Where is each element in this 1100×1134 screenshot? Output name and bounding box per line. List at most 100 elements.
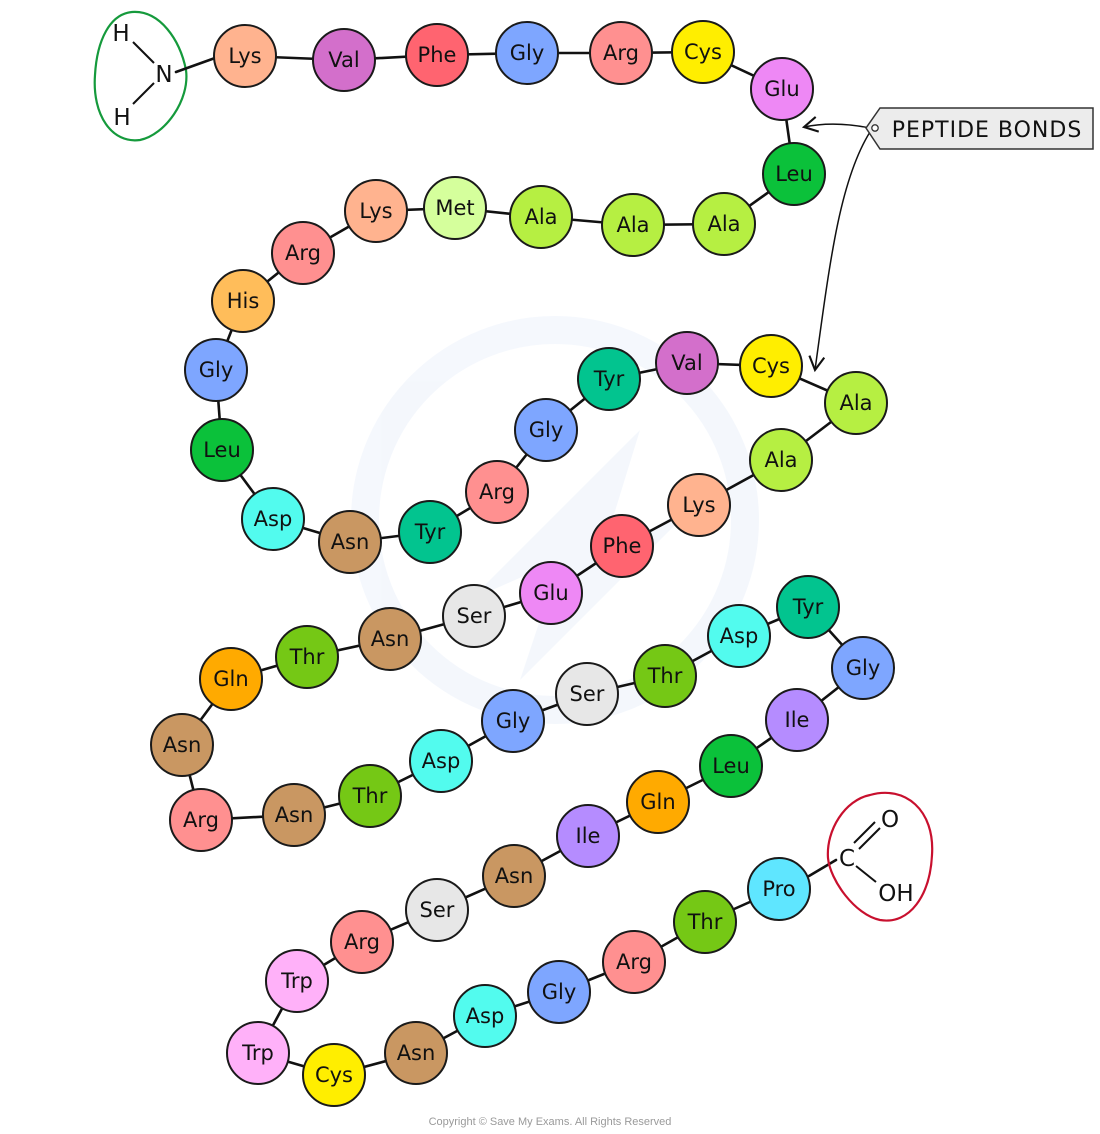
amino-acid-bead [384, 1021, 448, 1085]
amino-acid-arg: Arg [169, 788, 233, 852]
amino-acid-bead [514, 398, 578, 462]
amino-acid-cys: Cys [739, 334, 803, 398]
amino-acid-bead [626, 770, 690, 834]
amino-acid-ala: Ala [749, 428, 813, 492]
amino-acid-ser: Ser [442, 584, 506, 648]
amino-acid-asn: Asn [150, 713, 214, 777]
amino-acid-bead [442, 584, 506, 648]
amino-acid-label: Glu [533, 581, 568, 605]
c-terminus-oh: OH [878, 881, 913, 907]
amino-acid-lys: Lys [667, 473, 731, 537]
copyright-notice: Copyright © Save My Exams. All Rights Re… [429, 1116, 672, 1128]
amino-acid-label: Ala [524, 205, 557, 229]
amino-acid-bead [762, 142, 826, 206]
amino-acid-label: Ile [576, 824, 601, 848]
amino-acid-bead [527, 960, 591, 1024]
amino-acid-bead [423, 176, 487, 240]
amino-acid-bead [184, 338, 248, 402]
amino-acid-phe: Phe [590, 514, 654, 578]
amino-acid-bead [556, 804, 620, 868]
amino-acid-gly: Gly [514, 398, 578, 462]
amino-acid-ile: Ile [556, 804, 620, 868]
amino-acid-bead [747, 857, 811, 921]
amino-acid-bead [577, 347, 641, 411]
n-terminus-h-top: H [112, 21, 129, 47]
amino-acid-bead [265, 949, 329, 1013]
amino-acid-ser: Ser [405, 878, 469, 942]
amino-acid-label: Glu [764, 77, 799, 101]
amino-acid-tyr: Tyr [776, 575, 840, 639]
amino-acid-bead [213, 24, 277, 88]
amino-acid-label: Trp [280, 969, 313, 993]
amino-acid-bead [509, 185, 573, 249]
amino-acid-trp: Trp [226, 1021, 290, 1085]
amino-acid-trp: Trp [265, 949, 329, 1013]
amino-acid-label: Asn [397, 1041, 436, 1065]
amino-acid-bead [667, 473, 731, 537]
amino-acid-asn: Asn [318, 510, 382, 574]
amino-acid-lys: Lys [213, 24, 277, 88]
amino-acid-label: His [227, 289, 260, 313]
amino-acid-bead [776, 575, 840, 639]
amino-acid-bead [344, 179, 408, 243]
amino-acid-label: Arg [479, 480, 515, 504]
n-terminus-h-bottom: H [113, 105, 130, 131]
amino-acid-gly: Gly [495, 21, 559, 85]
amino-acid-bead [409, 729, 473, 793]
amino-acid-label: Tyr [792, 595, 824, 619]
amino-acid-val: Val [655, 331, 719, 395]
amino-acid-bead [199, 647, 263, 711]
amino-acid-asp: Asp [707, 604, 771, 668]
amino-acid-label: Ala [707, 212, 740, 236]
amino-acid-label: Asn [371, 627, 410, 651]
amino-acid-bead [602, 930, 666, 994]
amino-acid-label: Phe [418, 43, 457, 67]
amino-acid-asp: Asp [409, 729, 473, 793]
amino-acid-asp: Asp [241, 487, 305, 551]
amino-acid-label: Thr [352, 784, 388, 808]
amino-acid-label: Cys [315, 1063, 353, 1087]
amino-acid-label: Lys [359, 199, 392, 223]
amino-acid-label: Thr [289, 645, 325, 669]
n-terminus-n: N [155, 62, 172, 88]
amino-acid-bead [655, 331, 719, 395]
amino-acid-label: Phe [603, 534, 642, 558]
amino-acid-label: Ala [839, 391, 872, 415]
amino-acid-label: Gly [496, 709, 531, 733]
amino-acid-tyr: Tyr [398, 500, 462, 564]
amino-acid-label: Ala [616, 213, 649, 237]
c-terminus-group: C O OH [807, 791, 934, 922]
amino-acid-glu: Glu [750, 57, 814, 121]
amino-acid-bead [633, 644, 697, 708]
callout-tag [865, 107, 1094, 150]
amino-acid-label: Leu [712, 754, 750, 778]
amino-acid-met: Met [423, 176, 487, 240]
amino-acid-bead [226, 1021, 290, 1085]
amino-acid-label: Arg [285, 241, 321, 265]
callout-arrow-top [801, 116, 871, 133]
amino-acid-bead [302, 1043, 366, 1107]
amino-acid-cys: Cys [671, 20, 735, 84]
amino-acid-gly: Gly [481, 689, 545, 753]
amino-acid-bead [495, 21, 559, 85]
amino-acid-bead [465, 460, 529, 524]
amino-acid-bead [312, 28, 376, 92]
amino-acid-leu: Leu [762, 142, 826, 206]
amino-acid-ala: Ala [692, 192, 756, 256]
amino-acid-bead [671, 20, 735, 84]
amino-acid-arg: Arg [271, 221, 335, 285]
amino-acid-bead [482, 844, 546, 908]
amino-acid-bead [318, 510, 382, 574]
amino-acid-label: Asp [422, 749, 461, 773]
amino-acid-label: Asn [495, 864, 534, 888]
amino-acid-label: Gly [510, 41, 545, 65]
amino-acid-label: Val [671, 351, 702, 375]
n-terminus-loop [93, 10, 188, 142]
amino-acid-bead [398, 500, 462, 564]
amino-acid-label: Thr [687, 910, 723, 934]
amino-acid-bead [673, 890, 737, 954]
amino-acid-label: Cys [684, 40, 722, 64]
amino-acid-thr: Thr [633, 644, 697, 708]
amino-acid-label: Leu [775, 162, 813, 186]
